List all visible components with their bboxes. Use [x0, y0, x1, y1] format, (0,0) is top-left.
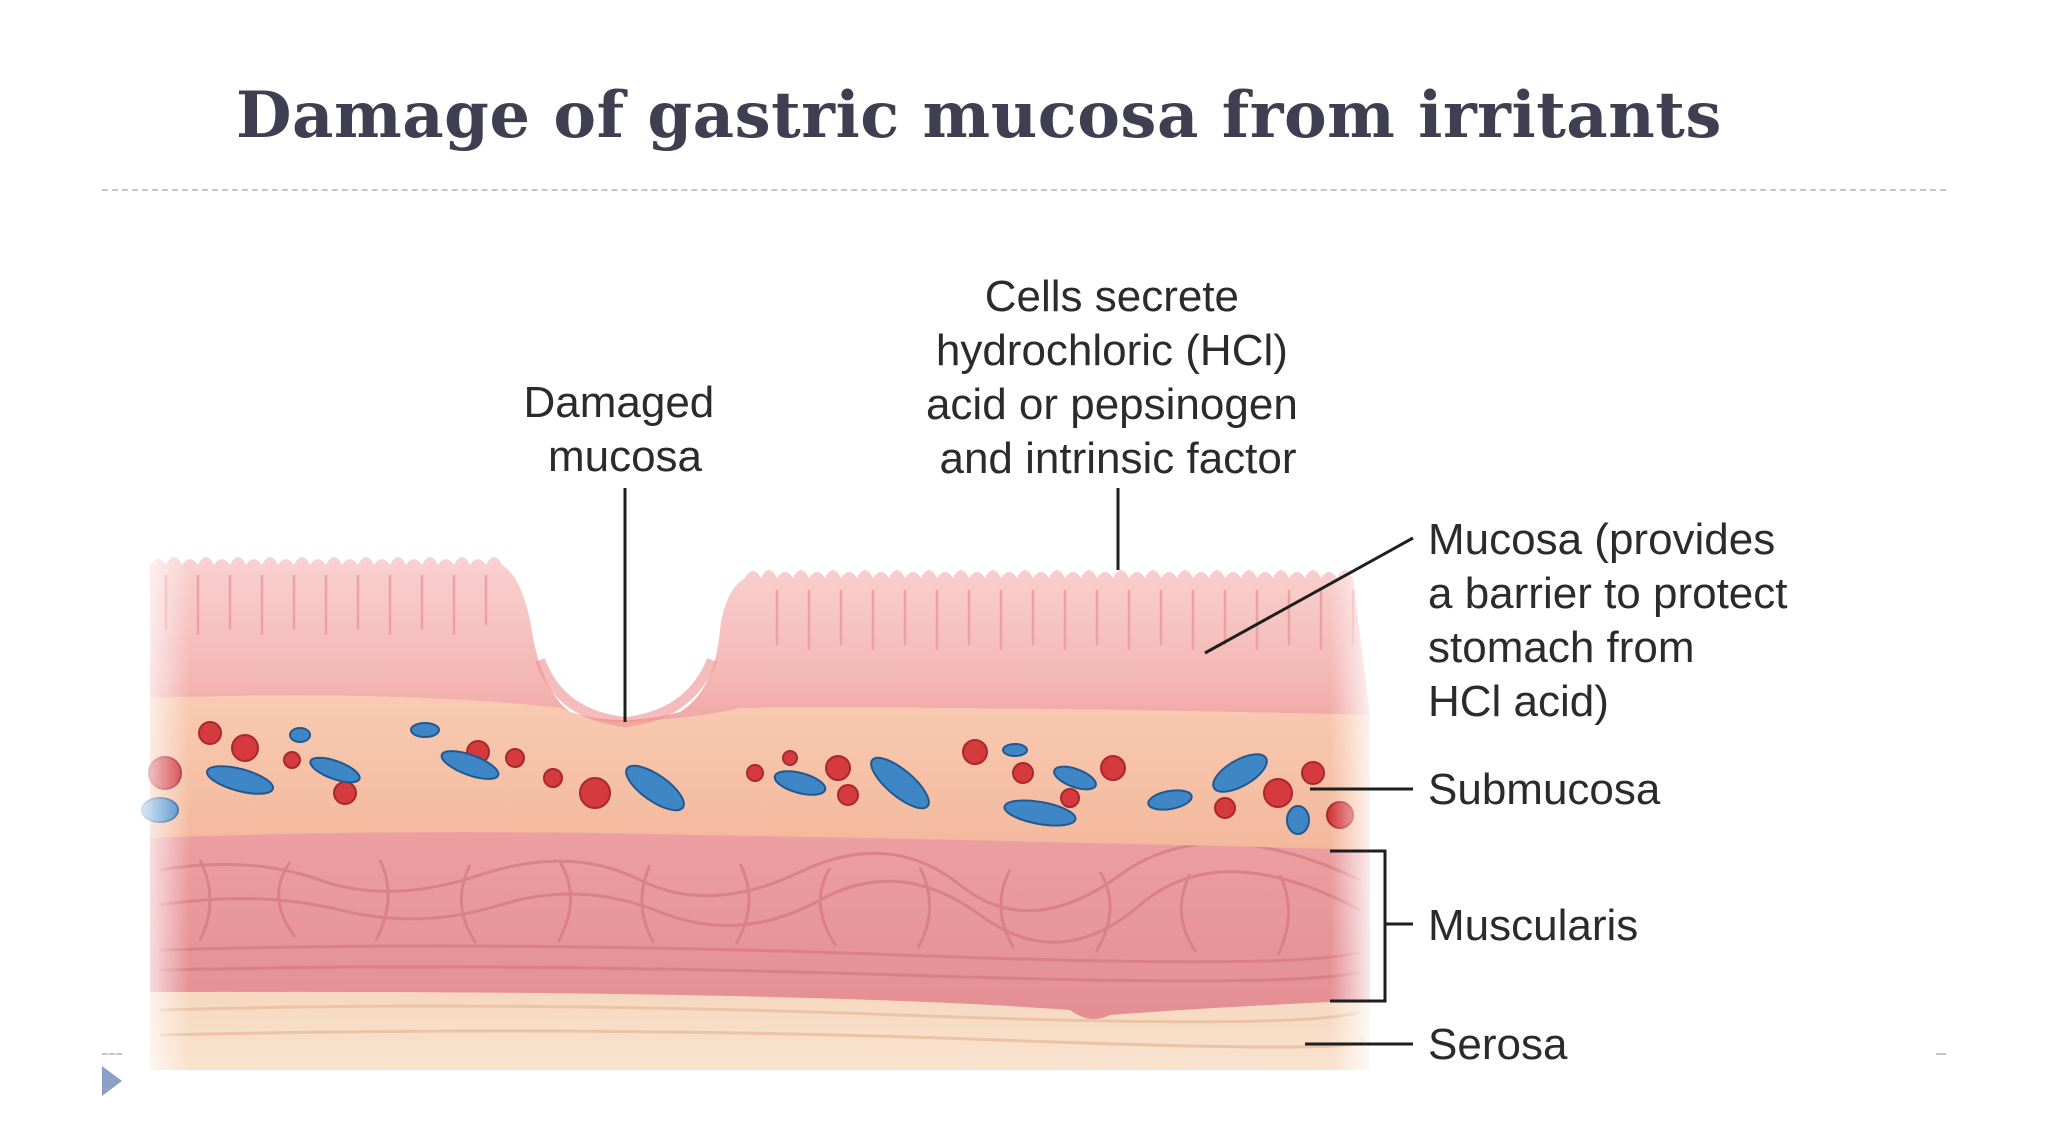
serosa-label: Serosa — [1428, 1020, 1568, 1069]
title-divider — [102, 189, 1946, 191]
footer-divider-right — [1936, 1053, 1946, 1055]
cells-secrete-line-3: acid or pepsinogen — [926, 380, 1298, 429]
submucosa-label: Submucosa — [1428, 765, 1661, 814]
muscularis-label: Muscularis — [1428, 901, 1638, 950]
damaged-mucosa-line-1: Damaged — [523, 378, 714, 427]
footer-divider-left — [102, 1053, 122, 1055]
damaged-mucosa-line-2: mucosa — [548, 432, 703, 481]
cells-secrete-label: Cells secrete hydrochloric (HCl) acid or… — [926, 272, 1310, 483]
mucosa-line-4: HCl acid) — [1428, 677, 1609, 726]
cells-secrete-line-1: Cells secrete — [985, 272, 1239, 321]
mucosa-line-3: stomach from — [1428, 623, 1695, 672]
mucosa-line-2: a barrier to protect — [1428, 569, 1788, 618]
bullet-arrow-icon — [102, 1066, 122, 1096]
mucosa-label: Mucosa (provides a barrier to protect st… — [1428, 515, 1800, 726]
blue-vessels — [141, 722, 1310, 835]
damaged-mucosa-label: Damaged mucosa — [523, 378, 726, 481]
mucosa-line-1: Mucosa (provides — [1428, 515, 1775, 564]
cells-secrete-line-4: and intrinsic factor — [939, 434, 1296, 483]
cells-secrete-line-2: hydrochloric (HCl) — [936, 326, 1288, 375]
slide-title: Damage of gastric mucosa from irritants — [236, 78, 1722, 153]
leader-lines — [623, 488, 1414, 1046]
